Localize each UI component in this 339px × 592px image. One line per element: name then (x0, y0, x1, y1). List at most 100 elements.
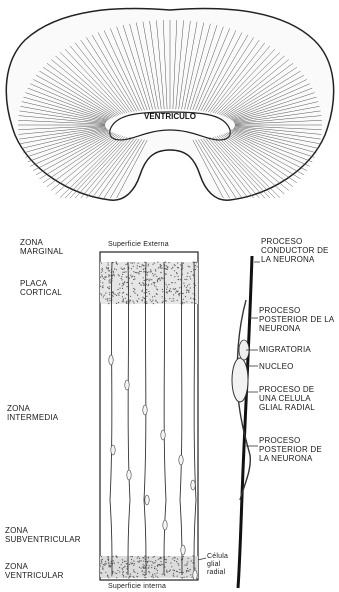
stipple-dot (184, 302, 185, 303)
stipple-dot (167, 266, 168, 267)
stipple-dot (177, 576, 178, 577)
stipple-dot (122, 279, 123, 280)
stipple-dot (151, 271, 152, 272)
stipple-dot (175, 265, 176, 266)
cortical-plate-band (100, 262, 198, 304)
stipple-dot (136, 272, 137, 273)
stipple-dot (107, 575, 108, 576)
stipple-dot (173, 288, 174, 289)
stipple-dot (148, 567, 149, 568)
migrating-cell (127, 470, 131, 480)
stipple-dot (190, 278, 191, 279)
stipple-dot (122, 559, 123, 560)
stipple-dot (158, 267, 159, 268)
stipple-dot (153, 282, 154, 283)
migrating-cell (193, 570, 197, 580)
stipple-dot (110, 565, 111, 566)
stipple-dot (154, 562, 155, 563)
stipple-dot (129, 564, 130, 565)
stipple-dot (182, 303, 183, 304)
stipple-dot (107, 287, 108, 288)
stipple-dot (143, 265, 144, 266)
migrating-cell (191, 480, 195, 490)
stipple-dot (110, 563, 111, 564)
stipple-dot (114, 268, 115, 269)
stipple-dot (155, 560, 156, 561)
stipple-dot (142, 566, 143, 567)
stipple-dot (144, 565, 145, 566)
glial-fiber (128, 262, 130, 575)
stipple-dot (130, 576, 131, 577)
stipple-dot (100, 303, 101, 304)
stipple-dot (122, 562, 123, 563)
stipple-dot (187, 563, 188, 564)
stipple-dot (156, 301, 157, 302)
stipple-dot (145, 577, 146, 578)
glial-fiber (110, 262, 112, 575)
stipple-dot (141, 568, 142, 569)
stipple-dot (104, 279, 105, 280)
stipple-dot (190, 298, 191, 299)
stipple-dot (195, 303, 196, 304)
stipple-dot (128, 577, 129, 578)
stipple-dot (119, 292, 120, 293)
pointer-glial-cell (198, 558, 206, 560)
stipple-dot (123, 301, 124, 302)
stipple-dot (114, 275, 115, 276)
stipple-dot (139, 283, 140, 284)
stipple-dot (135, 272, 136, 273)
stipple-dot (176, 291, 177, 292)
stipple-dot (124, 282, 125, 283)
stipple-dot (146, 303, 147, 304)
stipple-dot (117, 570, 118, 571)
stipple-dot (168, 284, 169, 285)
stipple-dot (101, 272, 102, 273)
stipple-dot (133, 577, 134, 578)
stipple-dot (174, 560, 175, 561)
stipple-dot (105, 272, 106, 273)
stipple-dot (101, 274, 102, 275)
stipple-dot (138, 298, 139, 299)
stipple-dot (102, 268, 103, 269)
stipple-dot (122, 272, 123, 273)
stipple-dot (187, 285, 188, 286)
stipple-dot (133, 576, 134, 577)
stipple-dot (157, 566, 158, 567)
stipple-dot (183, 263, 184, 264)
stipple-dot (119, 275, 120, 276)
stipple-dot (119, 288, 120, 289)
stipple-dot (175, 292, 176, 293)
stipple-dot (133, 266, 134, 267)
stipple-dot (118, 293, 119, 294)
stipple-dot (189, 276, 190, 277)
stipple-dot (100, 277, 101, 278)
stipple-dot (119, 567, 120, 568)
migrating-cell (181, 545, 185, 555)
bottom-surface-label: Superficie interna (108, 583, 166, 591)
stipple-dot (154, 274, 155, 275)
stipple-dot (141, 266, 142, 267)
stipple-dot (137, 272, 138, 273)
stipple-dot (183, 293, 184, 294)
stipple-dot (148, 284, 149, 285)
stipple-dot (150, 561, 151, 562)
stipple-dot (115, 572, 116, 573)
stipple-dot (177, 558, 178, 559)
stipple-dot (113, 274, 114, 275)
stipple-dot (113, 560, 114, 561)
stipple-dot (166, 292, 167, 293)
stipple-dot (176, 571, 177, 572)
stipple-dot (102, 285, 103, 286)
stipple-dot (113, 293, 114, 294)
stipple-dot (122, 288, 123, 289)
stipple-dot (166, 300, 167, 301)
stipple-dot (113, 271, 114, 272)
stipple-dot (186, 571, 187, 572)
stipple-dot (132, 276, 133, 277)
stipple-dot (192, 562, 193, 563)
stipple-dot (143, 557, 144, 558)
stipple-dot (139, 567, 140, 568)
stipple-dot (147, 562, 148, 563)
stipple-dot (174, 289, 175, 290)
stipple-dot (175, 282, 176, 283)
